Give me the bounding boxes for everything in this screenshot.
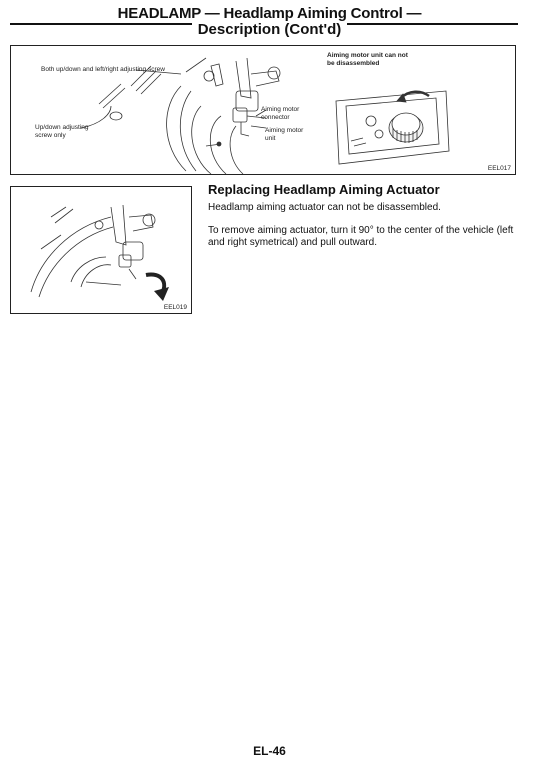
figure1-code: EEL017 (487, 165, 511, 172)
paragraph-not-disassembled: Headlamp aiming actuator can not be disa… (208, 202, 441, 213)
note-line1: Aiming motor unit can not (327, 52, 408, 59)
label-updown-screw-line2: screw only (35, 132, 66, 139)
page-title: HEADLAMP — Headlamp Aiming Control — (117, 5, 422, 22)
headlamp-motor-illustration (80, 57, 450, 175)
page-number: EL-46 (253, 744, 286, 758)
figure2-code: EEL019 (163, 304, 187, 311)
label-motor-unit-line2: unit (265, 135, 276, 142)
section-title: Replacing Headlamp Aiming Actuator (208, 182, 440, 197)
paragraph-removal-instructions: To remove aiming actuator, turn it 90° t… (208, 225, 514, 248)
label-connector-line1: Aiming motor (261, 106, 300, 113)
page-subtitle-text: Description (Cont'd) (191, 21, 348, 38)
note-line2: be disassembled (327, 60, 380, 67)
figure-actuator-removal: EEL019 (10, 186, 192, 314)
page-subtitle: Description (Cont'd) (0, 21, 539, 38)
label-motor-unit-line1: Aiming motor (265, 127, 304, 134)
label-updown-screw-line1: Up/down adjusting (35, 124, 89, 131)
figure-headlamp-aiming-motor: Both up/down and left/right adjusting sc… (10, 45, 516, 175)
actuator-removal-illustration (30, 204, 169, 301)
label-both-adjusting-screw: Both up/down and left/right adjusting sc… (41, 66, 165, 73)
label-connector-line2: connector (261, 114, 290, 121)
